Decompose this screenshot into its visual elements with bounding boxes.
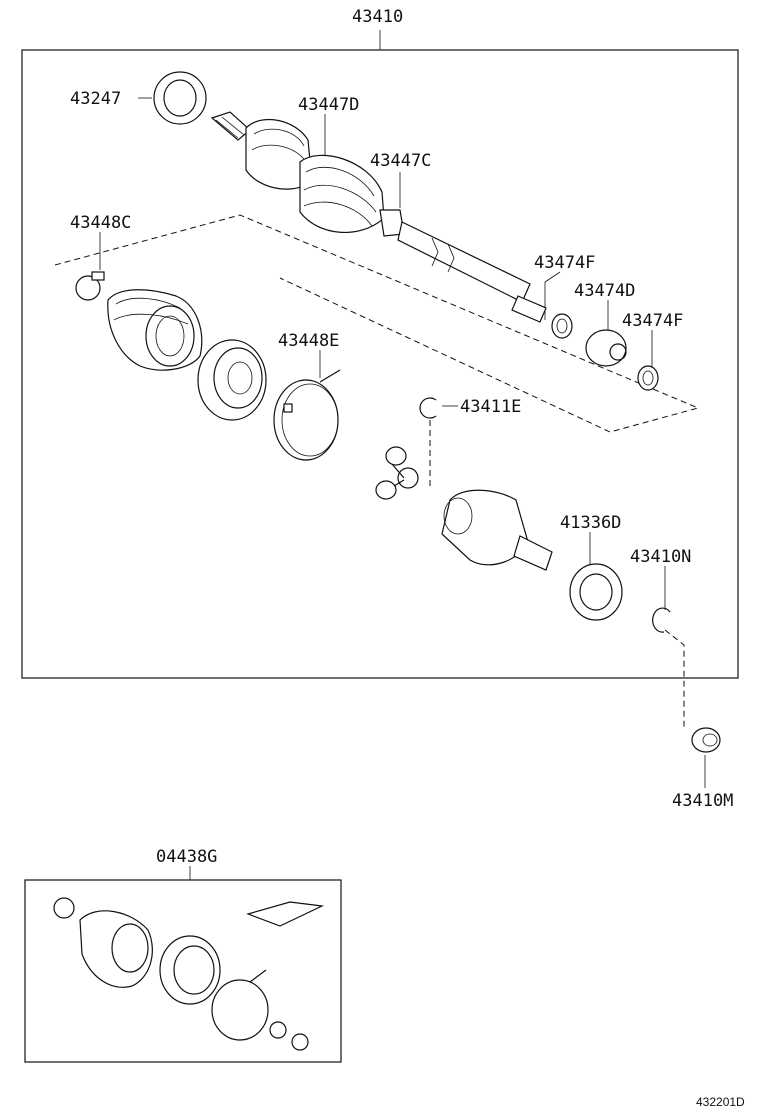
boot-left <box>107 289 203 371</box>
label-43447C: 43447C <box>370 151 431 171</box>
kit-frame <box>24 879 342 1063</box>
label-43410: 43410 <box>352 7 403 27</box>
boot-clamp <box>75 271 105 301</box>
label-43448E: 43448E <box>278 331 339 351</box>
damper-ring-1 <box>551 313 573 339</box>
outer-spline <box>210 111 251 141</box>
nut <box>691 727 721 753</box>
snap-ring <box>419 397 437 419</box>
inner-spline <box>511 295 547 323</box>
label-43474F-1: 43474F <box>534 253 595 273</box>
leader-43474F-1 <box>544 271 561 320</box>
tripod-joint <box>375 446 419 500</box>
label-43447D: 43447D <box>298 95 359 115</box>
kit-contents <box>53 897 325 1051</box>
dust-seal <box>153 71 207 125</box>
inner-snap-ring <box>652 607 671 633</box>
subgroup-outline <box>54 214 700 433</box>
label-43474F-2: 43474F <box>622 311 683 331</box>
boot-band <box>273 369 341 461</box>
inner-seal <box>569 563 623 621</box>
figure-ref: 432201D <box>696 1095 745 1109</box>
label-04438G: 04438G <box>156 847 217 867</box>
label-41336D: 41336D <box>560 513 621 533</box>
label-43410N: 43410N <box>630 547 691 567</box>
outer-joint-housing <box>197 339 267 421</box>
label-43410M: 43410M <box>672 791 733 811</box>
label-43247: 43247 <box>70 89 121 109</box>
label-43474D: 43474D <box>574 281 635 301</box>
label-43448C: 43448C <box>70 213 131 233</box>
assembly-frame <box>21 49 739 679</box>
path-nut <box>664 629 685 728</box>
label-43411E: 43411E <box>460 397 521 417</box>
inner-joint-housing <box>441 489 553 571</box>
damper-ring-2 <box>637 365 659 391</box>
damper <box>585 329 627 367</box>
drive-shaft <box>210 111 547 323</box>
